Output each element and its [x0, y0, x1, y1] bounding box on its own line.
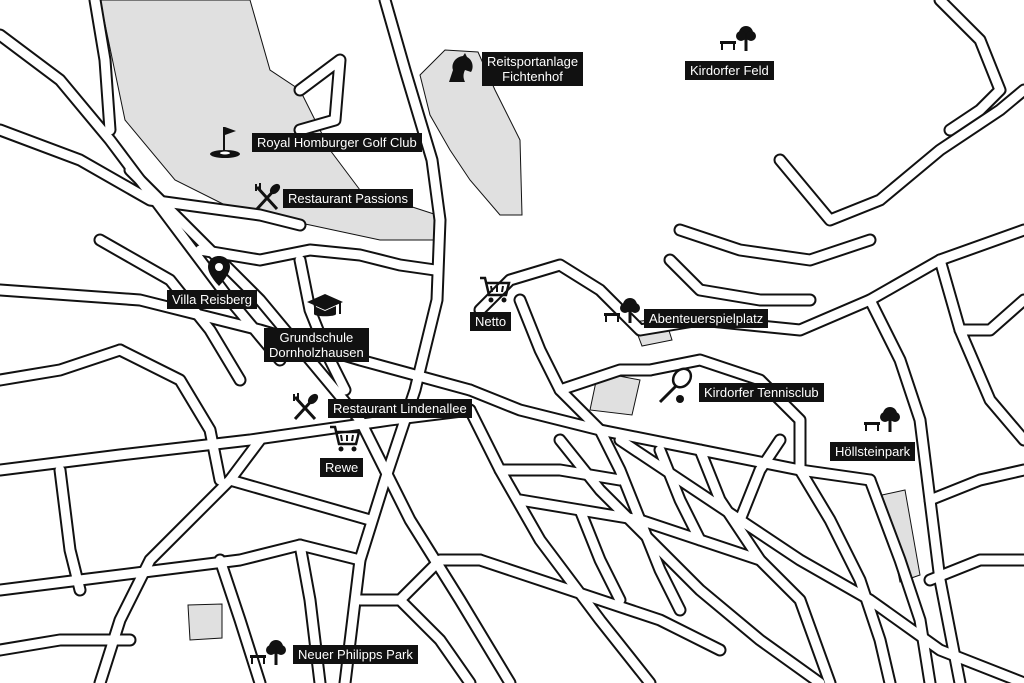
shopping-cart-icon[interactable]: [328, 424, 362, 454]
shopping-cart-icon[interactable]: [478, 275, 512, 305]
poi-label-golf-club[interactable]: Royal Homburger Golf Club: [252, 133, 422, 152]
poi-label-neuer-philipps-park[interactable]: Neuer Philipps Park: [293, 645, 418, 664]
poi-label-grundschule[interactable]: Grundschule Dornholzhausen: [264, 328, 369, 362]
riding-area: [419, 49, 523, 216]
poi-label-villa-reisberg[interactable]: Villa Reisberg: [167, 290, 257, 309]
poi-label-restaurant-lindenallee[interactable]: Restaurant Lindenallee: [328, 399, 472, 418]
tennis-racket-icon[interactable]: [656, 366, 696, 406]
philipps-park-area: [187, 603, 223, 641]
fork-knife-icon[interactable]: [252, 182, 282, 212]
tennis-area: [589, 371, 641, 416]
fork-knife-icon[interactable]: [290, 392, 320, 422]
poi-label-line: Dornholzhausen: [269, 345, 364, 360]
poi-label-line: Fichtenhof: [502, 69, 563, 84]
park-bench-tree-icon[interactable]: [862, 407, 902, 433]
poi-label-hoellsteinpark[interactable]: Höllsteinpark: [830, 442, 916, 461]
poi-label-abenteuerspielplatz[interactable]: Abenteuerspielplatz: [644, 309, 769, 328]
poi-label-rewe[interactable]: Rewe: [320, 458, 364, 477]
poi-label-line: Reitsportanlage: [487, 54, 579, 69]
poi-label-kirdorfer-tennisclub[interactable]: Kirdorfer Tennisclub: [699, 383, 824, 402]
park-bench-tree-icon[interactable]: [718, 26, 758, 52]
location-pin-icon[interactable]: [205, 254, 233, 288]
poi-label-netto[interactable]: Netto: [470, 312, 512, 331]
park-bench-tree-icon[interactable]: [602, 298, 642, 324]
poi-label-restaurant-passions[interactable]: Restaurant Passions: [283, 189, 413, 208]
poi-label-reitsportanlage[interactable]: Reitsportanlage Fichtenhof: [482, 52, 584, 86]
golf-flag-icon[interactable]: [208, 124, 244, 160]
graduation-cap-icon[interactable]: [305, 292, 345, 322]
poi-label-kirdorfer-feld[interactable]: Kirdorfer Feld: [685, 61, 774, 80]
horse-head-icon[interactable]: [443, 52, 477, 86]
poi-label-line: Grundschule: [279, 330, 354, 345]
park-bench-tree-icon[interactable]: [248, 640, 288, 666]
